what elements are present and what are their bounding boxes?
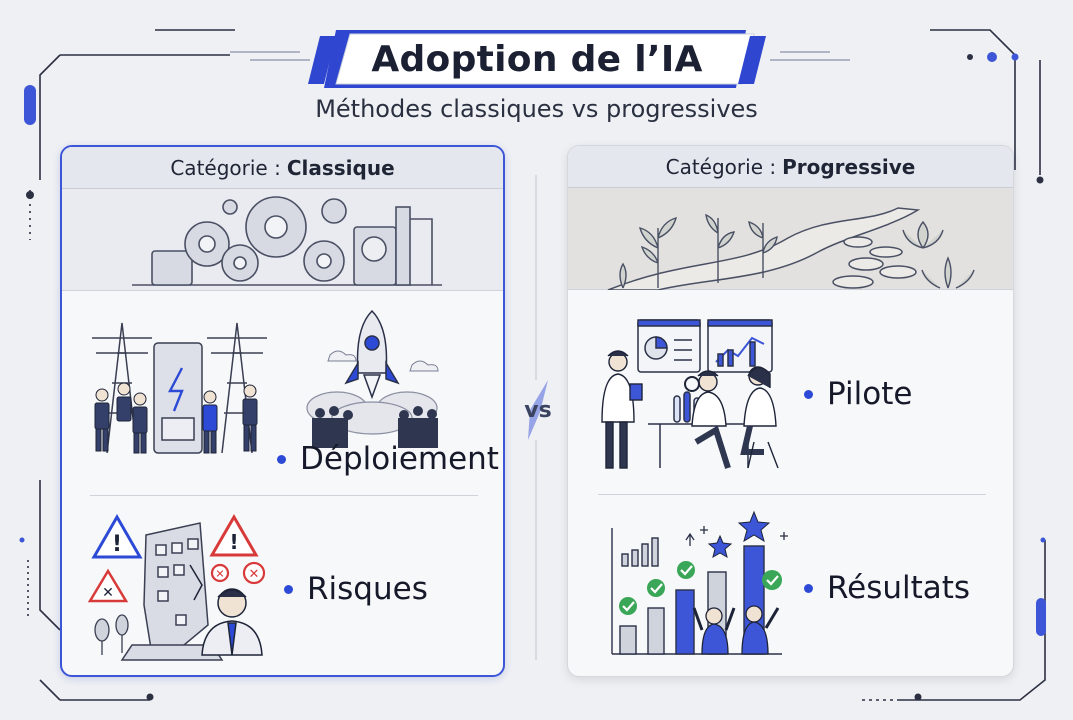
category-prefix: Catégorie :	[170, 155, 281, 180]
svg-text:!: !	[229, 530, 238, 554]
title-banner: Adoption de l’IA	[306, 28, 768, 90]
section-divider	[598, 494, 986, 495]
item-label-deploiement: Déploiement	[300, 441, 499, 477]
card-header-classique: Catégorie : Classique	[62, 147, 503, 189]
svg-text:✕: ✕	[215, 568, 224, 581]
page-subtitle: Méthodes classiques vs progressives	[315, 95, 758, 123]
item-risques: Risques	[284, 571, 428, 607]
vs-label: vs	[524, 398, 552, 423]
svg-text:!: !	[112, 532, 122, 557]
item-label-pilote: Pilote	[827, 376, 913, 412]
item-pilote: Pilote	[804, 376, 912, 412]
category-name: Classique	[286, 155, 395, 180]
section-risques: ! ! ✕ ✕ ✕	[62, 505, 503, 665]
card-header-progressive: Catégorie : Progressive	[568, 146, 1013, 188]
bullet-dot	[277, 454, 286, 464]
gears-machinery-illustration	[62, 189, 503, 291]
svg-text:✕: ✕	[102, 585, 114, 601]
bullet-dot	[804, 389, 813, 399]
section-divider	[90, 495, 478, 496]
results-growth-illustration	[611, 510, 788, 655]
bullet-dot	[284, 584, 293, 594]
bullet-dot	[804, 583, 813, 593]
card-classique: Catégorie : Classique	[60, 145, 505, 677]
page-title: Adoption de l’IA	[371, 38, 703, 80]
item-label-risques: Risques	[307, 571, 428, 607]
item-resultats: Résultats	[804, 570, 970, 606]
svg-text:✕: ✕	[249, 567, 260, 582]
item-deploiement: Déploiement	[277, 441, 499, 477]
card-progressive: Catégorie : Progressive	[567, 145, 1014, 677]
lab-pilot-illustration	[601, 319, 779, 469]
section-pilote: Pilote	[568, 292, 1013, 476]
section-resultats: Résultats	[568, 504, 1013, 664]
risk-illustration: ! ! ✕ ✕ ✕	[87, 513, 266, 661]
power-towers-rocket-illustration	[92, 309, 439, 454]
section-deploiement: Déploiement	[62, 293, 503, 477]
winding-path-illustration	[568, 188, 1013, 290]
category-prefix: Catégorie :	[665, 154, 777, 179]
category-name: Progressive	[782, 154, 916, 179]
item-label-resultats: Résultats	[827, 570, 971, 606]
